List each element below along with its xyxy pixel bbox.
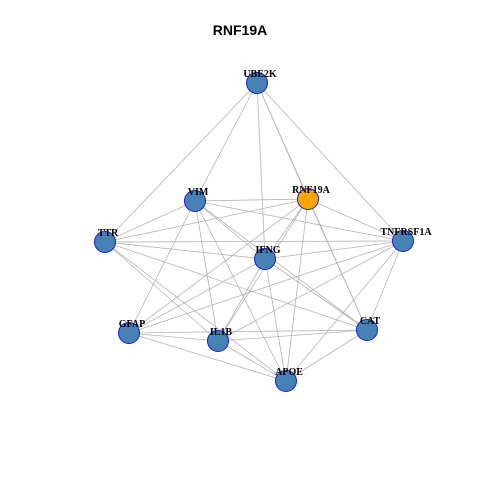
edge-ifng-gfap — [128, 258, 266, 334]
edge-vim-ifng — [194, 200, 266, 260]
edge-ttr-tnfrsf1a — [104, 240, 404, 243]
edge-ifng-il1b — [217, 258, 266, 342]
edge-rnf19a-ifng — [264, 198, 309, 260]
nodes-layer — [94, 72, 414, 392]
edge-ube2k-ifng — [256, 82, 266, 260]
node-ttr — [94, 231, 116, 253]
node-label-gfap: GFAP — [119, 319, 145, 330]
edge-gfap-apoe — [128, 332, 287, 382]
node-label-ttr: TTR — [98, 228, 119, 239]
node-label-tnfrsf1a: TNFRSF1A — [380, 227, 432, 238]
node-ifng — [254, 248, 276, 270]
edge-vim-cat — [194, 200, 368, 331]
edge-ifng-tnfrsf1a — [264, 240, 404, 260]
labels-layer: UBE2K RNF19A VIM TTR TNFRSF1A IFNG GFAP CAT IL1B… — [98, 69, 433, 378]
edge-rnf19a-ttr — [104, 198, 309, 243]
edge-tnfrsf1a-cat — [366, 240, 404, 331]
node-ube2k — [246, 72, 268, 94]
node-vim — [184, 190, 206, 212]
edges-layer — [104, 82, 404, 382]
edge-ttr-ifng — [104, 241, 266, 260]
edge-tnfrsf1a-gfap — [128, 240, 404, 334]
node-gfap — [118, 322, 140, 344]
edge-apoe-cat — [285, 329, 368, 382]
edge-vim-apoe — [194, 200, 287, 382]
edge-ube2k-vim — [194, 82, 258, 202]
edge-ttr-cat — [104, 241, 368, 331]
node-label-apoe: APOE — [275, 367, 303, 378]
edge-gfap-cat — [128, 329, 368, 334]
edge-vim-ttr — [104, 200, 196, 243]
edge-ifng-apoe — [264, 258, 287, 382]
node-label-ube2k: UBE2K — [243, 69, 277, 80]
edge-rnf19a-gfap — [128, 198, 309, 334]
edge-rnf19a-apoe — [285, 198, 309, 382]
edge-rnf19a-cat — [307, 198, 368, 331]
node-tnfrsf1a — [392, 230, 414, 252]
edge-il1b-cat — [217, 329, 368, 342]
edge-ube2k-tnfrsf1a — [256, 82, 404, 242]
edge-vim-gfap — [128, 200, 196, 334]
edge-gfap-il1b — [128, 332, 219, 342]
node-label-il1b: IL1B — [210, 327, 233, 338]
edge-vim-rnf19a — [194, 198, 309, 202]
edge-tnfrsf1a-il1b — [217, 240, 404, 342]
edge-il1b-apoe — [217, 340, 287, 382]
edge-vim-tnfrsf1a — [194, 200, 404, 242]
edge-ifng-cat — [264, 258, 368, 331]
node-cat — [356, 319, 378, 341]
figure-title: RNF19A — [212, 22, 268, 38]
node-apoe — [275, 370, 297, 392]
node-label-vim: VIM — [188, 187, 209, 198]
node-label-cat: CAT — [360, 316, 381, 327]
edge-ttr-apoe — [104, 241, 287, 382]
edge-rnf19a-il1b — [217, 198, 309, 342]
edge-rnf19a-tnfrsf1a — [307, 198, 404, 242]
edge-ube2k-ttr — [104, 82, 258, 243]
edge-tnfrsf1a-apoe — [285, 240, 404, 382]
node-label-rnf19a: RNF19A — [292, 185, 331, 196]
node-il1b — [207, 330, 229, 352]
node-label-ifng: IFNG — [256, 245, 281, 256]
node-rnf19a — [297, 188, 319, 210]
edge-vim-il1b — [194, 200, 219, 342]
edge-ttr-il1b — [104, 241, 219, 342]
